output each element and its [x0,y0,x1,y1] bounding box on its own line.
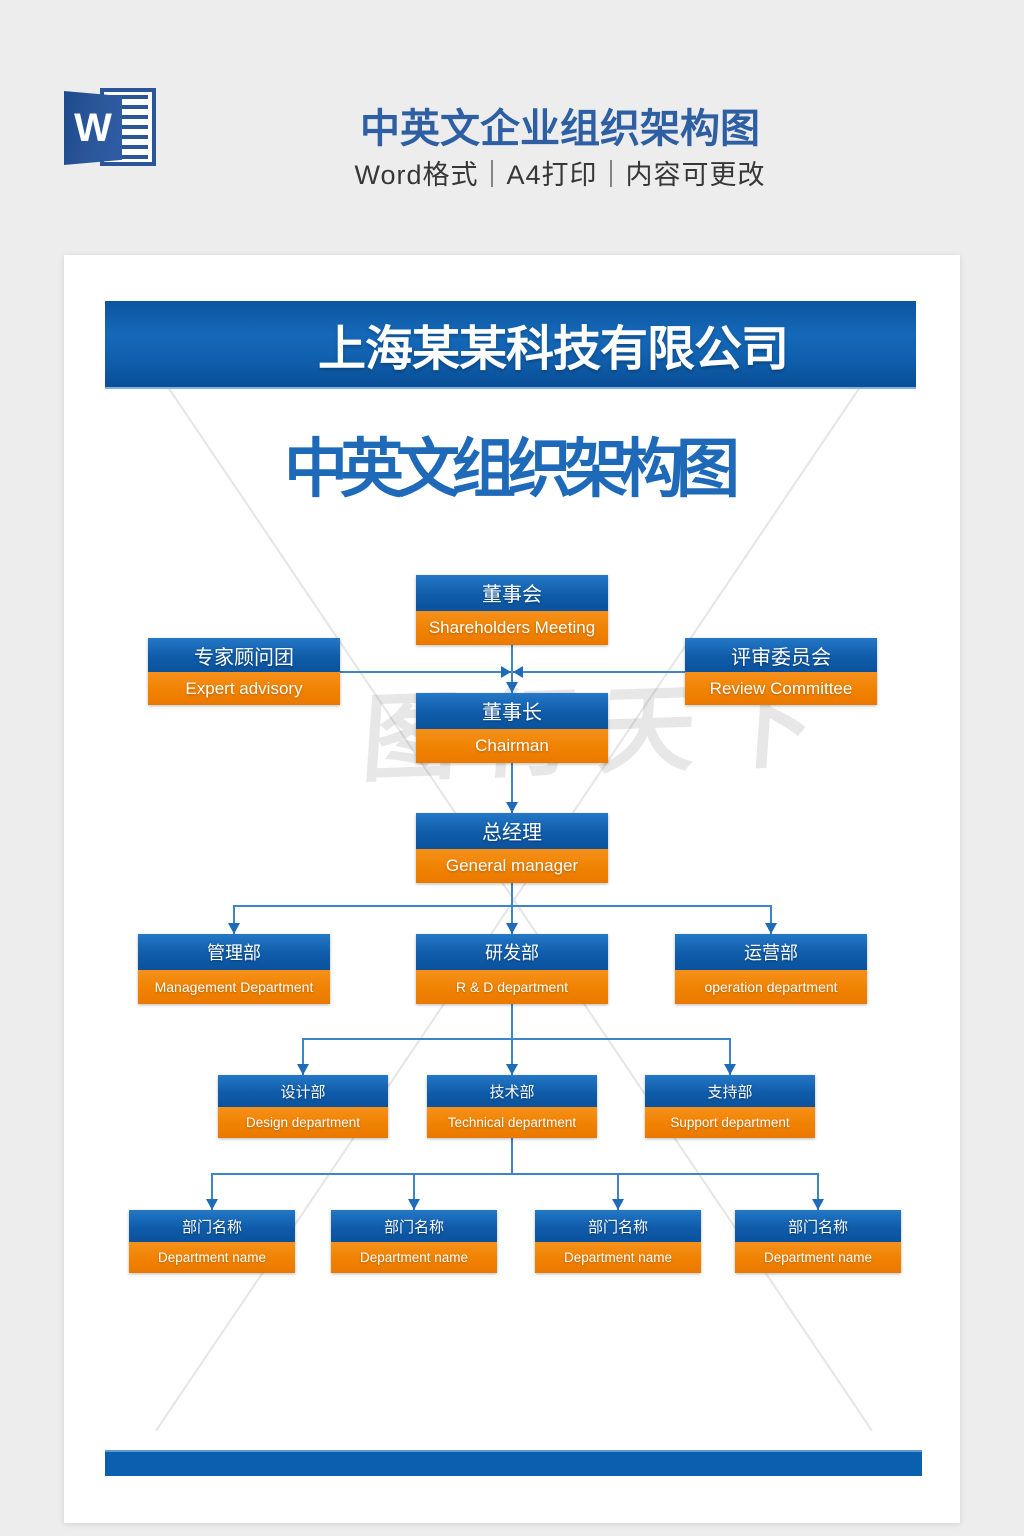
org-node-zh-label: 支持部 [645,1075,815,1108]
org-node-zh-label: 董事长 [416,693,608,729]
document-page: 图行天下 上海某某科技有限公司 中英文组织架构图 [64,255,960,1523]
connector-line [340,671,685,673]
org-node-en-label: Department name [129,1242,295,1273]
connector-line [770,905,772,934]
word-w-badge: W [64,91,122,165]
org-node-department-4: 部门名称 Department name [735,1210,901,1273]
org-node-zh-label: 专家顾问团 [148,638,340,673]
org-node-management-department: 管理部 Management Department [138,934,330,1004]
org-node-zh-label: 董事会 [416,575,608,611]
arrowhead-down-icon [228,923,240,934]
connector-line [211,1173,819,1175]
arrowhead-down-icon [506,1064,518,1075]
connector-line [302,1038,304,1075]
org-node-en-label: General manager [416,848,608,883]
arrowhead-down-icon [408,1199,420,1210]
org-node-rd-department: 研发部 R & D department [416,934,608,1004]
org-node-en-label: Support department [645,1107,815,1138]
org-node-en-label: Chairman [416,728,608,763]
org-node-zh-label: 研发部 [416,934,608,970]
org-node-en-label: Department name [535,1242,701,1273]
org-node-zh-label: 部门名称 [331,1210,497,1243]
bottom-bar [105,1450,922,1476]
connector-line [511,645,513,693]
org-node-en-label: Review Committee [685,672,877,705]
arrowhead-down-icon [506,802,518,813]
connector-line [617,1173,619,1210]
org-node-zh-label: 管理部 [138,934,330,970]
org-node-technical-department: 技术部 Technical department [427,1075,597,1138]
org-node-en-label: Design department [218,1107,388,1138]
org-node-general-manager: 总经理 General manager [416,813,608,883]
connector-line [511,883,513,934]
connector-line [729,1038,731,1075]
chart-title: 中英文组织架构图 [284,433,740,505]
connector-line [233,905,235,934]
arrowhead-down-icon [506,682,518,693]
org-node-en-label: operation department [675,969,867,1004]
org-node-department-1: 部门名称 Department name [129,1210,295,1273]
org-node-department-3: 部门名称 Department name [535,1210,701,1273]
arrowhead-left-icon [513,666,523,678]
org-node-design-department: 设计部 Design department [218,1075,388,1138]
arrowhead-down-icon [612,1199,624,1210]
preview-header: W 中英文企业组织架构图 Word格式｜A4打印｜内容可更改 [0,0,1024,255]
org-node-en-label: Shareholders Meeting [416,610,608,645]
company-banner-label: 上海某某科技有限公司 [317,323,789,376]
org-node-zh-label: 部门名称 [735,1210,901,1243]
arrowhead-right-icon [501,666,511,678]
arrowhead-down-icon [765,923,777,934]
connector-line [211,1173,213,1210]
org-node-operation-department: 运营部 operation department [675,934,867,1004]
connector-line [817,1173,819,1210]
org-node-en-label: Department name [735,1242,901,1273]
org-node-en-label: Technical department [427,1107,597,1138]
word-letter: W [74,105,112,150]
connector-line [413,1173,415,1210]
org-node-en-label: Expert advisory [148,672,340,705]
org-node-zh-label: 技术部 [427,1075,597,1108]
org-node-zh-label: 部门名称 [129,1210,295,1243]
arrowhead-down-icon [506,923,518,934]
connector-line [511,1138,513,1175]
org-node-review-committee: 评审委员会 Review Committee [685,638,877,705]
org-node-support-department: 支持部 Support department [645,1075,815,1138]
arrowhead-down-icon [206,1199,218,1210]
org-node-zh-label: 评审委员会 [685,638,877,673]
template-subtitle: Word格式｜A4打印｜内容可更改 [354,160,766,190]
org-node-zh-label: 运营部 [675,934,867,970]
org-node-zh-label: 部门名称 [535,1210,701,1243]
connector-line [233,905,772,907]
org-node-expert-advisory: 专家顾问团 Expert advisory [148,638,340,705]
org-node-chairman: 董事长 Chairman [416,693,608,763]
org-node-en-label: Department name [331,1242,497,1273]
company-banner: 上海某某科技有限公司 [105,301,916,389]
word-icon: W [64,86,156,170]
arrowhead-down-icon [812,1199,824,1210]
org-node-zh-label: 总经理 [416,813,608,849]
connector-line [302,1038,731,1040]
org-node-zh-label: 设计部 [218,1075,388,1108]
arrowhead-down-icon [724,1064,736,1075]
org-node-en-label: R & D department [416,969,608,1004]
arrowhead-down-icon [297,1064,309,1075]
org-node-en-label: Management Department [138,969,330,1004]
connector-line [511,763,513,813]
org-node-shareholders-meeting: 董事会 Shareholders Meeting [416,575,608,645]
template-title: 中英文企业组织架构图 [360,107,760,151]
org-node-department-2: 部门名称 Department name [331,1210,497,1273]
